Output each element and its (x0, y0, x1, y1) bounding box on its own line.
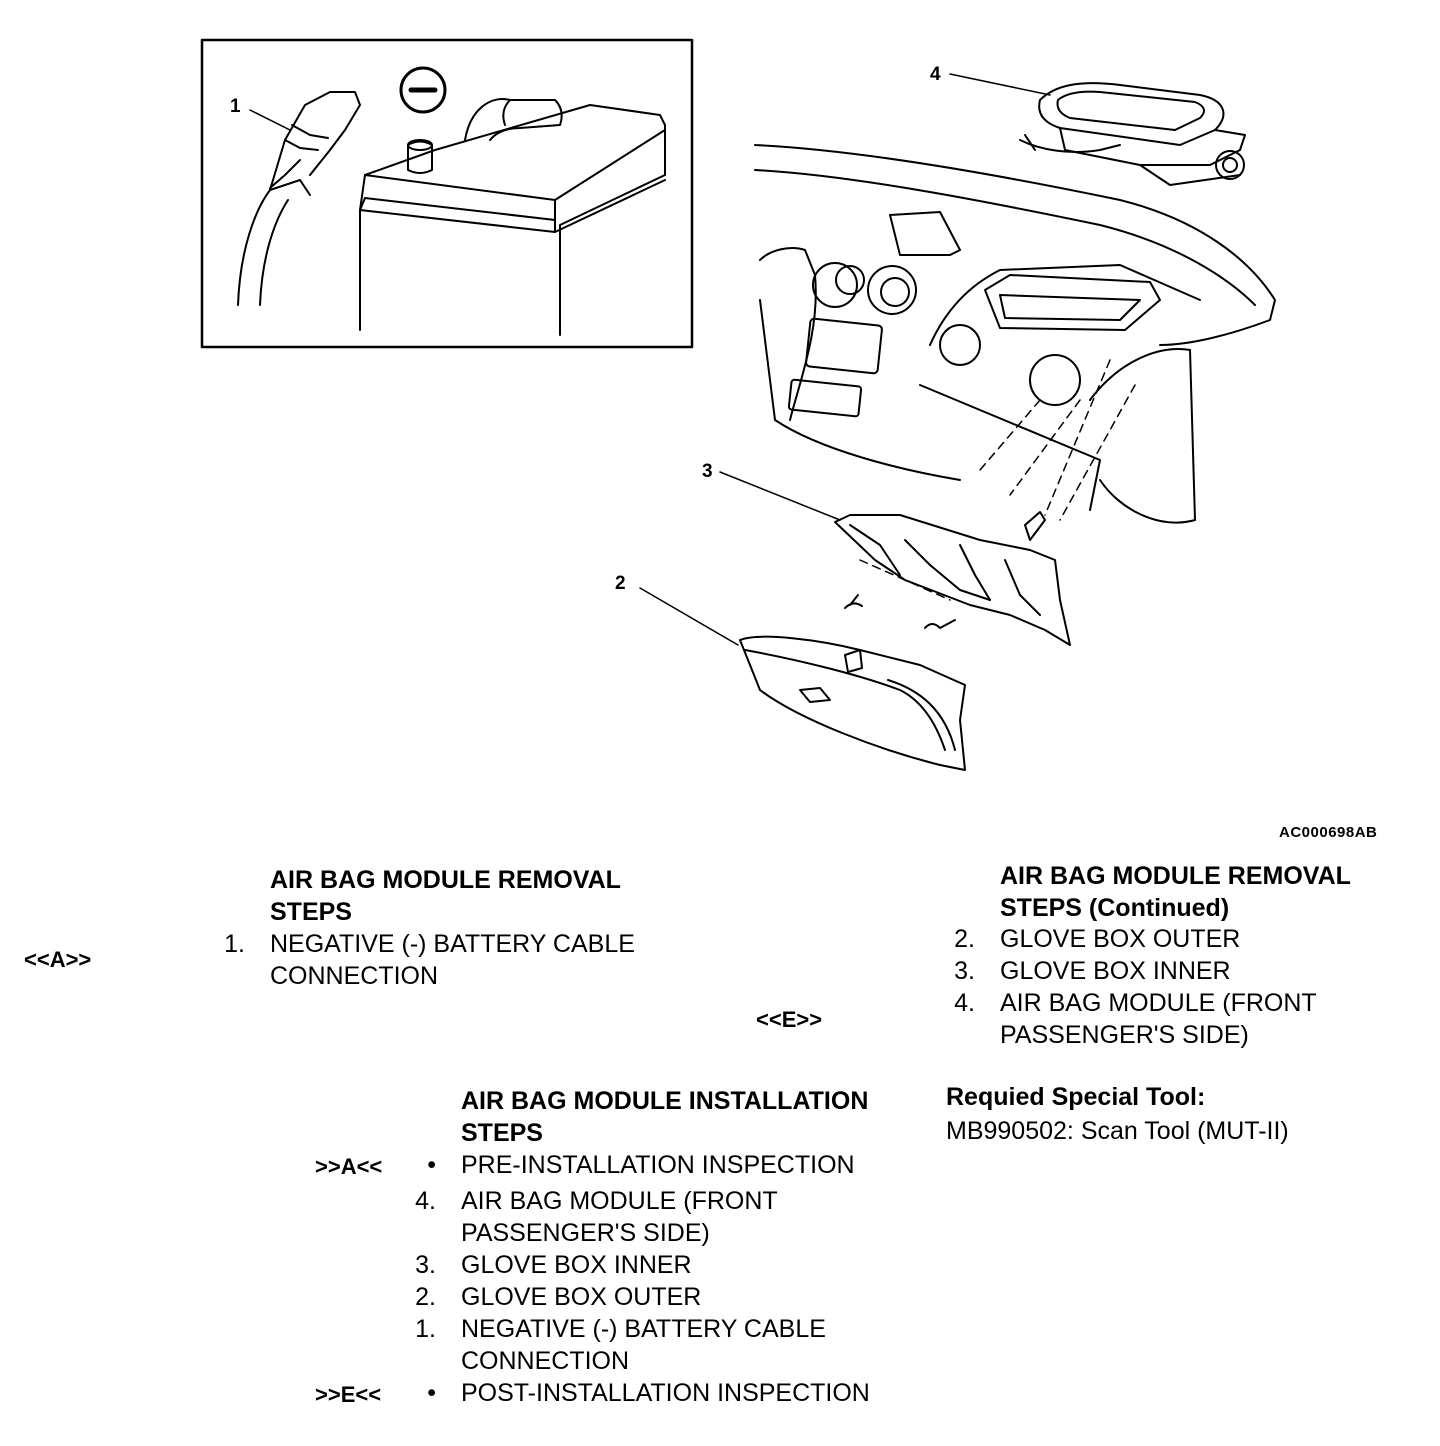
step-text: GLOVE BOX OUTER (461, 1283, 702, 1311)
step-text: GLOVE BOX OUTER (1000, 925, 1241, 953)
removal-title-line1: AIR BAG MODULE REMOVAL (270, 866, 621, 894)
removal-continued-title-line2: STEPS (Continued) (1000, 894, 1230, 922)
step-bullet: • (427, 1379, 436, 1407)
step-ref: >>E<< (315, 1382, 382, 1407)
removal-ref-a: <<A>> (24, 947, 92, 972)
center-vent (889, 211, 961, 256)
step-text: PRE-INSTALLATION INSPECTION (461, 1151, 855, 1179)
screw (1024, 511, 1046, 541)
step-number: 3. (954, 957, 975, 985)
callout-2: 2 (615, 573, 626, 594)
step-text: NEGATIVE (-) BATTERY CABLE CONNECTION (270, 930, 635, 990)
step-text: AIR BAG MODULE (FRONT PASSENGER'S SIDE) (461, 1187, 778, 1247)
step-ref: >>A<< (315, 1154, 383, 1179)
removal-continued-title-line1: AIR BAG MODULE REMOVAL (1000, 862, 1351, 890)
step-text: POST-INSTALLATION INSPECTION (461, 1379, 870, 1407)
step-text: AIR BAG MODULE (FRONT PASSENGER'S SIDE) (1000, 989, 1317, 1049)
airbag-module (1038, 82, 1225, 146)
step-number: 2. (954, 925, 975, 953)
step-text: GLOVE BOX INNER (1000, 957, 1231, 985)
negative-terminal-symbol (399, 66, 447, 114)
step-number: 4. (954, 989, 975, 1017)
battery-body (359, 104, 666, 336)
step-number: 1. (415, 1315, 436, 1343)
battery-cable (237, 179, 311, 306)
step-text: NEGATIVE (-) BATTERY CABLE CONNECTION (461, 1315, 826, 1375)
step-text: GLOVE BOX INNER (461, 1251, 692, 1279)
figure-id: AC000698AB (1279, 824, 1378, 841)
glove-box-inner (834, 514, 1071, 646)
removal-ref-e: <<E>> (756, 1007, 823, 1032)
airbag-opening (984, 274, 1161, 331)
battery-terminal (407, 140, 433, 174)
removal-title-line2: STEPS (270, 898, 352, 926)
special-tool-title: Requied Special Tool: (946, 1083, 1206, 1111)
special-tool-item: MB990502: Scan Tool (MUT-II) (946, 1117, 1289, 1145)
step-number: 1. (224, 930, 245, 958)
step-number: 4. (415, 1187, 436, 1215)
battery-inset-frame (200, 38, 694, 349)
step-number: 2. (415, 1283, 436, 1311)
callout-3: 3 (702, 461, 713, 482)
step-number: 3. (415, 1251, 436, 1279)
exploded-view-drawing (200, 38, 1276, 771)
callout-4: 4 (930, 64, 941, 85)
glove-box-outer (739, 635, 966, 771)
installation-title-line2: STEPS (461, 1119, 543, 1147)
step-bullet: • (427, 1151, 436, 1179)
dashboard-outline (754, 144, 1276, 346)
callout-1: 1 (230, 96, 241, 117)
installation-title-line1: AIR BAG MODULE INSTALLATION (461, 1087, 869, 1115)
